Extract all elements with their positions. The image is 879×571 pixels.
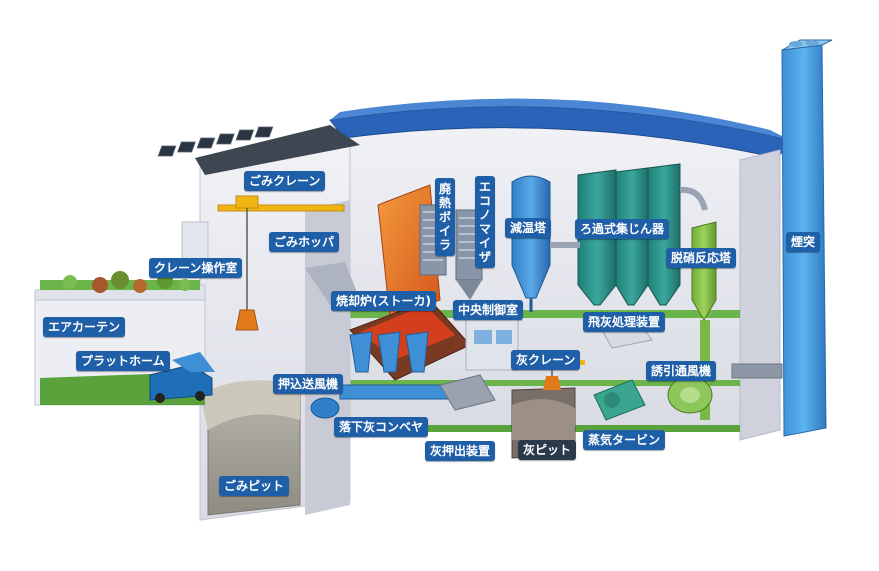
label-stack: 煙突 — [786, 232, 821, 252]
label-economizer: エコノマイザ — [475, 176, 495, 268]
label-platform: プラットホーム — [76, 351, 170, 371]
crane-grab — [235, 309, 259, 331]
main-roof-top — [330, 98, 790, 140]
duct-filter-to-denox — [679, 186, 708, 211]
label-denitration: 脱硝反応塔 — [666, 248, 737, 268]
label-push-fan: 押込送風機 — [273, 374, 344, 394]
ash-extractor-unit — [439, 374, 496, 411]
garbage-truck — [149, 352, 215, 403]
stack-cap-1 — [789, 41, 803, 47]
flue-duct — [731, 363, 783, 379]
bunker-roof — [195, 125, 360, 175]
ash-conveyor-hoppers — [349, 331, 429, 373]
label-bag-filter: ろ過式集じん器 — [575, 219, 670, 239]
crane-rail — [217, 204, 345, 212]
crane-trolley — [235, 195, 259, 209]
label-steam-turbine: 蒸気タービン — [583, 430, 666, 450]
label-ash-extractor: 灰押出装置 — [425, 441, 496, 461]
economizer-hopper — [456, 280, 482, 300]
ash-conveyor-belt — [339, 384, 451, 400]
label-induced-fan: 誘引通風機 — [646, 361, 717, 381]
label-incinerator: 焼却炉(ストーカ) — [331, 291, 436, 311]
stack-cap-2 — [805, 40, 819, 46]
solar-panels — [157, 126, 274, 157]
label-waste-boiler: 廃熱ボイラ — [435, 178, 455, 256]
label-air-curtain: エアカーテン — [43, 317, 126, 337]
label-gomi-pit: ごみピット — [219, 476, 290, 496]
label-control-room: 中央制御室 — [453, 300, 524, 320]
boiler-coils — [423, 211, 443, 261]
ash-crane-grab — [543, 376, 561, 390]
ash-pile — [512, 399, 575, 440]
push-fan-unit — [310, 397, 340, 419]
label-cooling-tower: 減温塔 — [505, 218, 552, 238]
denox-reactor — [691, 221, 717, 321]
building-right-wall — [739, 149, 781, 441]
label-gomi-hopper: ごみホッパ — [269, 232, 340, 252]
label-ash-crane: 灰クレーン — [511, 350, 581, 370]
label-crane-room: クレーン操作室 — [149, 258, 243, 278]
label-gomi-crane: ごみクレーン — [244, 171, 326, 191]
label-ash-conveyor: 落下灰コンベヤ — [334, 417, 429, 437]
label-fly-ash: 飛灰処理装置 — [583, 312, 666, 332]
label-ash-pit: 灰ピット — [518, 440, 577, 460]
